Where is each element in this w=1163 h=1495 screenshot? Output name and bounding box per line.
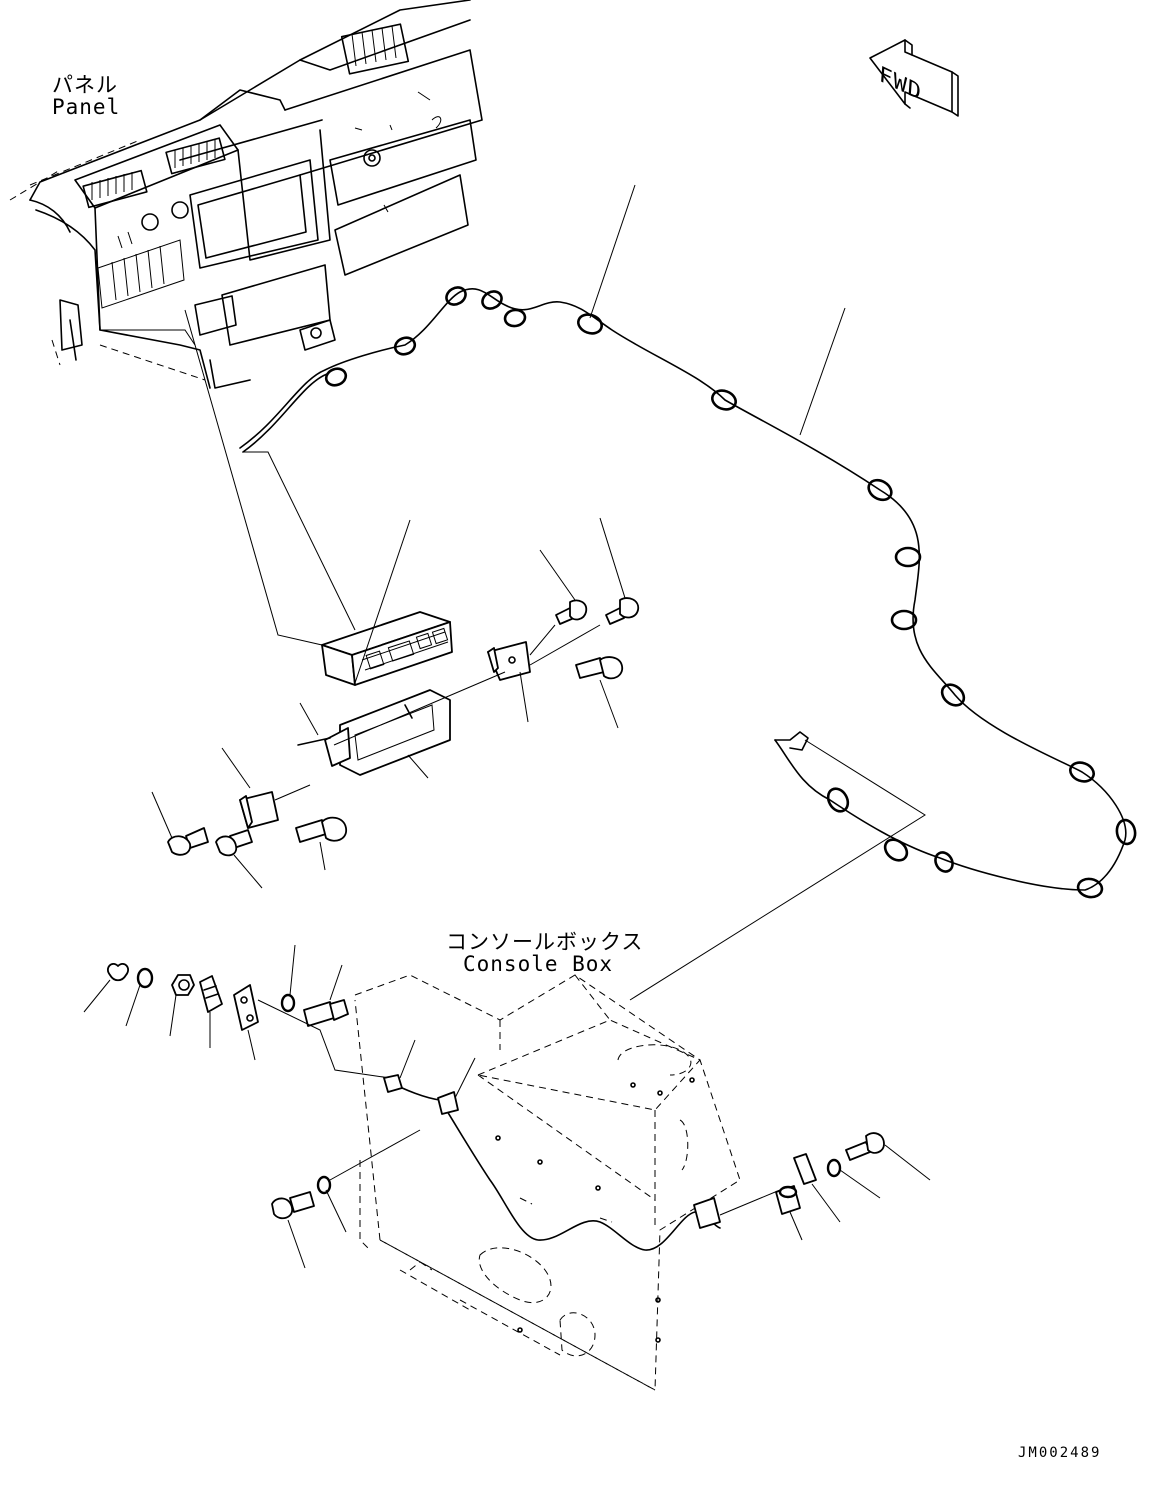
console-label-en: Console Box — [463, 952, 614, 976]
mounting-bracket — [221, 624, 601, 829]
bolt-set — [151, 517, 640, 889]
fwd-arrow-icon — [869, 39, 959, 117]
hardware-set — [83, 944, 391, 1079]
panel-label-en: Panel — [52, 95, 121, 119]
console-right-hardware — [775, 1132, 931, 1241]
console-box — [354, 974, 741, 1391]
console-label-jp: コンソールボックス — [446, 930, 644, 954]
radio-unit — [184, 309, 453, 686]
console-left-bolt — [271, 1129, 421, 1269]
drawing-code: JM002489 — [1018, 1445, 1102, 1461]
console-wiring — [383, 1039, 781, 1251]
panel-label-jp: パネル — [52, 73, 118, 97]
dashboard-panel — [9, 0, 483, 389]
wiring-harness — [239, 184, 1137, 1001]
